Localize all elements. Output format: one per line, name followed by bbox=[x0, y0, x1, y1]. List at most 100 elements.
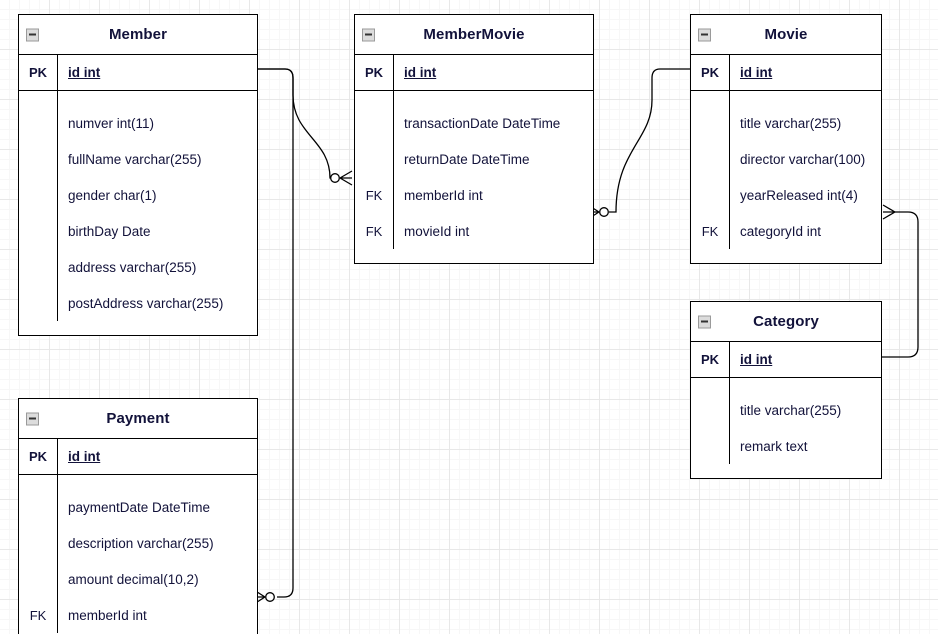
entity-title: Member bbox=[108, 26, 168, 43]
row-spacer bbox=[691, 249, 881, 263]
key-spacer bbox=[691, 378, 729, 392]
minus-box-icon[interactable] bbox=[698, 315, 711, 328]
column-name: address varchar(255) bbox=[68, 259, 197, 275]
key-label bbox=[19, 177, 57, 213]
key-label: PK bbox=[700, 65, 720, 80]
table-row[interactable]: FK movieId int bbox=[355, 213, 593, 249]
table-row[interactable]: returnDate DateTime bbox=[355, 141, 593, 177]
relationship-member-payment bbox=[253, 68, 294, 605]
table-row[interactable]: numver int(11) bbox=[19, 105, 257, 141]
column-name: id int bbox=[740, 65, 773, 80]
column-name: postAddress varchar(255) bbox=[68, 295, 224, 311]
column-divider bbox=[729, 342, 730, 377]
entity-membermovie[interactable]: MemberMovie PK id int transactionDate Da… bbox=[354, 14, 594, 264]
column-divider bbox=[57, 475, 58, 489]
column-divider bbox=[729, 177, 730, 213]
entity-payment[interactable]: Payment PK id int paymentDate DateTime d… bbox=[18, 398, 258, 634]
entity-title: Category bbox=[753, 313, 819, 330]
column-divider bbox=[57, 285, 58, 321]
entity-header: Category bbox=[691, 302, 881, 342]
spacer-cell bbox=[393, 249, 593, 263]
relationship-line bbox=[258, 68, 294, 598]
table-row[interactable]: birthDay Date bbox=[19, 213, 257, 249]
table-row[interactable]: FK memberId int bbox=[355, 177, 593, 213]
key-label bbox=[19, 285, 57, 321]
column-name: id int bbox=[740, 352, 773, 367]
relationship-movie-membermovie bbox=[587, 68, 690, 220]
crowfoot-icon bbox=[882, 204, 896, 220]
entity-category[interactable]: Category PK id int title varchar(255) re… bbox=[690, 301, 882, 479]
column-name: yearReleased int(4) bbox=[740, 187, 858, 203]
key-spacer bbox=[691, 249, 729, 263]
column-name: memberId int bbox=[68, 607, 147, 623]
row-spacer bbox=[19, 321, 257, 335]
column-divider bbox=[57, 177, 58, 213]
row-spacer bbox=[691, 378, 881, 392]
key-label bbox=[19, 249, 57, 285]
table-row[interactable]: description varchar(255) bbox=[19, 525, 257, 561]
entity-title: Movie bbox=[764, 26, 808, 43]
key-spacer bbox=[355, 91, 393, 105]
column-name: director varchar(100) bbox=[740, 151, 866, 167]
key-label bbox=[691, 105, 729, 141]
row-spacer bbox=[691, 91, 881, 105]
table-row[interactable]: FK memberId int bbox=[19, 597, 257, 633]
key-label: PK bbox=[700, 352, 720, 367]
column-divider bbox=[729, 213, 730, 249]
table-row[interactable]: PK id int bbox=[19, 439, 257, 475]
table-row[interactable]: address varchar(255) bbox=[19, 249, 257, 285]
column-divider bbox=[729, 91, 730, 105]
table-row[interactable]: gender char(1) bbox=[19, 177, 257, 213]
table-row[interactable]: remark text bbox=[691, 428, 881, 464]
row-spacer bbox=[19, 91, 257, 105]
key-label bbox=[355, 105, 393, 141]
table-row[interactable]: PK id int bbox=[691, 55, 881, 91]
table-row[interactable]: paymentDate DateTime bbox=[19, 489, 257, 525]
column-divider bbox=[57, 489, 58, 525]
key-label bbox=[19, 489, 57, 525]
spacer-cell bbox=[730, 91, 881, 105]
table-row[interactable]: PK id int bbox=[19, 55, 257, 91]
column-divider bbox=[57, 141, 58, 177]
table-row[interactable]: yearReleased int(4) bbox=[691, 177, 881, 213]
column-name: numver int(11) bbox=[68, 115, 155, 131]
table-row[interactable]: transactionDate DateTime bbox=[355, 105, 593, 141]
entity-header: Member bbox=[19, 15, 257, 55]
column-name: paymentDate DateTime bbox=[68, 499, 211, 515]
spacer-cell bbox=[58, 91, 257, 105]
table-row[interactable]: postAddress varchar(255) bbox=[19, 285, 257, 321]
table-row[interactable]: FK categoryId int bbox=[691, 213, 881, 249]
minus-box-icon[interactable] bbox=[362, 28, 375, 41]
minus-box-icon[interactable] bbox=[698, 28, 711, 41]
column-name: fullName varchar(255) bbox=[68, 151, 202, 167]
column-divider bbox=[393, 141, 394, 177]
column-name: id int bbox=[68, 449, 101, 464]
table-row[interactable]: PK id int bbox=[355, 55, 593, 91]
table-row[interactable]: amount decimal(10,2) bbox=[19, 561, 257, 597]
entity-header: Movie bbox=[691, 15, 881, 55]
column-name: categoryId int bbox=[740, 223, 822, 239]
spacer-cell bbox=[729, 464, 881, 478]
table-row[interactable]: fullName varchar(255) bbox=[19, 141, 257, 177]
table-row[interactable]: director varchar(100) bbox=[691, 141, 881, 177]
minus-box-icon[interactable] bbox=[26, 28, 39, 41]
row-spacer bbox=[19, 475, 257, 489]
entity-title: Payment bbox=[106, 410, 170, 427]
key-label bbox=[691, 428, 729, 464]
table-row[interactable]: title varchar(255) bbox=[691, 105, 881, 141]
table-row[interactable]: title varchar(255) bbox=[691, 392, 881, 428]
minus-box-icon[interactable] bbox=[26, 412, 39, 425]
column-name: movieId int bbox=[404, 223, 470, 239]
entity-member[interactable]: Member PK id int numver int(11) fullName… bbox=[18, 14, 258, 336]
key-label: FK bbox=[365, 223, 383, 239]
spacer-cell bbox=[394, 91, 593, 105]
key-spacer bbox=[19, 91, 57, 105]
column-name: returnDate DateTime bbox=[404, 151, 530, 167]
key-label bbox=[19, 105, 57, 141]
entity-movie[interactable]: Movie PK id int title varchar(255) direc… bbox=[690, 14, 882, 264]
column-name: id int bbox=[404, 65, 437, 80]
relationship-line bbox=[258, 68, 337, 179]
spacer-cell bbox=[729, 249, 881, 263]
table-row[interactable]: PK id int bbox=[691, 342, 881, 378]
